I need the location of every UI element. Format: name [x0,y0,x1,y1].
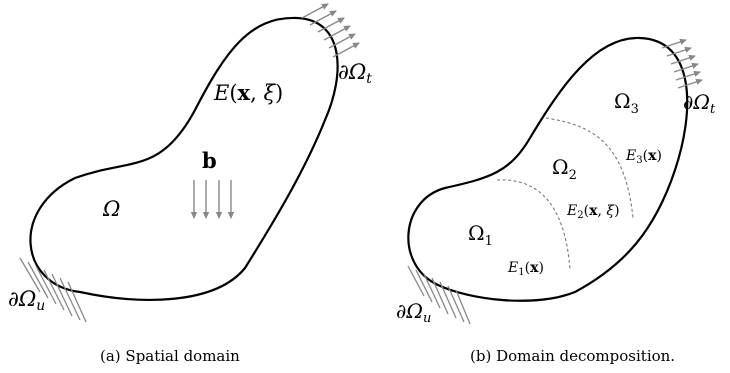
label-dOmega-u-b: ∂Ωu [396,299,431,326]
domain-outline-a [29,16,339,301]
label-omega-1: Ω1 [468,221,493,249]
label-E2: E2(x, ξ) [566,203,620,221]
panel-b: Ω1 Ω2 Ω3 E1(x) E2(x, ξ) E3(x) ∂Ωt ∂Ωu (b… [396,36,716,365]
label-omega-a: Ω [102,197,120,221]
subdomain-interfaces [496,117,634,271]
traction-arrows-icon [301,3,360,58]
label-E-x-xi: E(x, ξ) [213,80,283,105]
caption-a: (a) Spatial domain [100,347,240,365]
label-E1: E1(x) [507,260,544,278]
caption-b: (b) Domain decomposition. [470,347,675,365]
label-E3: E3(x) [625,148,662,166]
interface-1-2 [496,179,571,271]
fixed-support-hatch-icon [19,257,87,323]
label-omega-2: Ω2 [552,155,577,183]
interface-2-3 [545,117,634,219]
label-dOmega-t-b: ∂Ωt [683,90,716,117]
fixed-support-hatch-icon-b [407,265,471,325]
label-dOmega-t-a: ∂Ωt [338,60,372,87]
label-b: b [202,148,217,173]
panel-a: E(x, ξ) b Ω ∂Ωt ∂Ωu (a) Spatial domain [8,3,372,365]
body-force-arrows-icon [190,180,235,219]
label-dOmega-u-a: ∂Ωu [8,287,45,314]
label-omega-3: Ω3 [614,89,639,117]
domain-outline-b [407,36,689,302]
traction-arrows-icon-b [661,38,703,89]
